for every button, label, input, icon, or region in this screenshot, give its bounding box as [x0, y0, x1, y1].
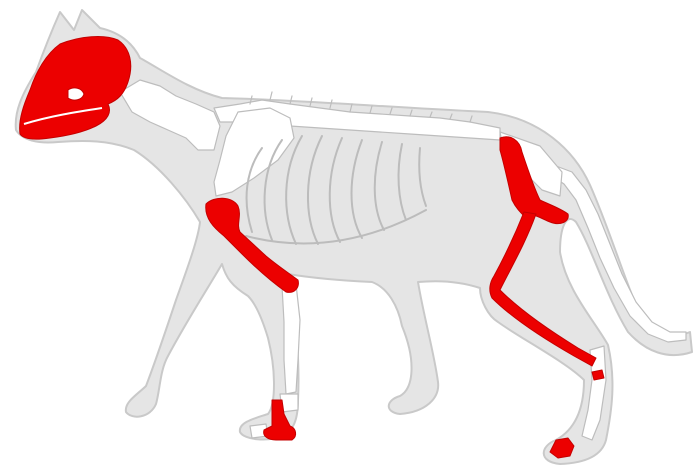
radius-ulna [282, 284, 300, 394]
rear-tarsal-mark [592, 370, 604, 380]
skull-eye-socket [68, 88, 84, 100]
